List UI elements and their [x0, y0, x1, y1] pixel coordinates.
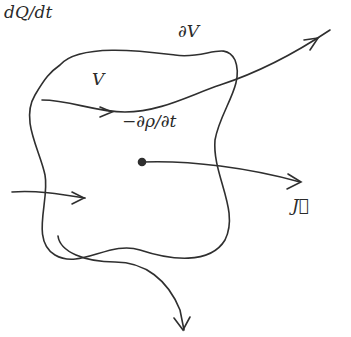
current-density-label: J⃗: [292, 196, 309, 215]
source-label: −∂ρ/∂t: [122, 112, 176, 131]
arrow-head: [72, 192, 84, 204]
charge-rate-label: dQ/dt: [4, 3, 52, 22]
arrow-head: [100, 107, 112, 117]
boundary-label: ∂V: [178, 22, 199, 41]
current-line: [42, 30, 330, 112]
current-line: [58, 236, 184, 330]
region-outline: [20, 20, 260, 275]
volume-region: ∂V V −∂ρ/∂t: [20, 20, 260, 275]
volume-label: V: [92, 70, 104, 89]
arrow-head: [304, 38, 318, 50]
point-dot: [139, 159, 146, 166]
arrow-head: [174, 317, 190, 330]
arrow-head: [287, 174, 301, 189]
